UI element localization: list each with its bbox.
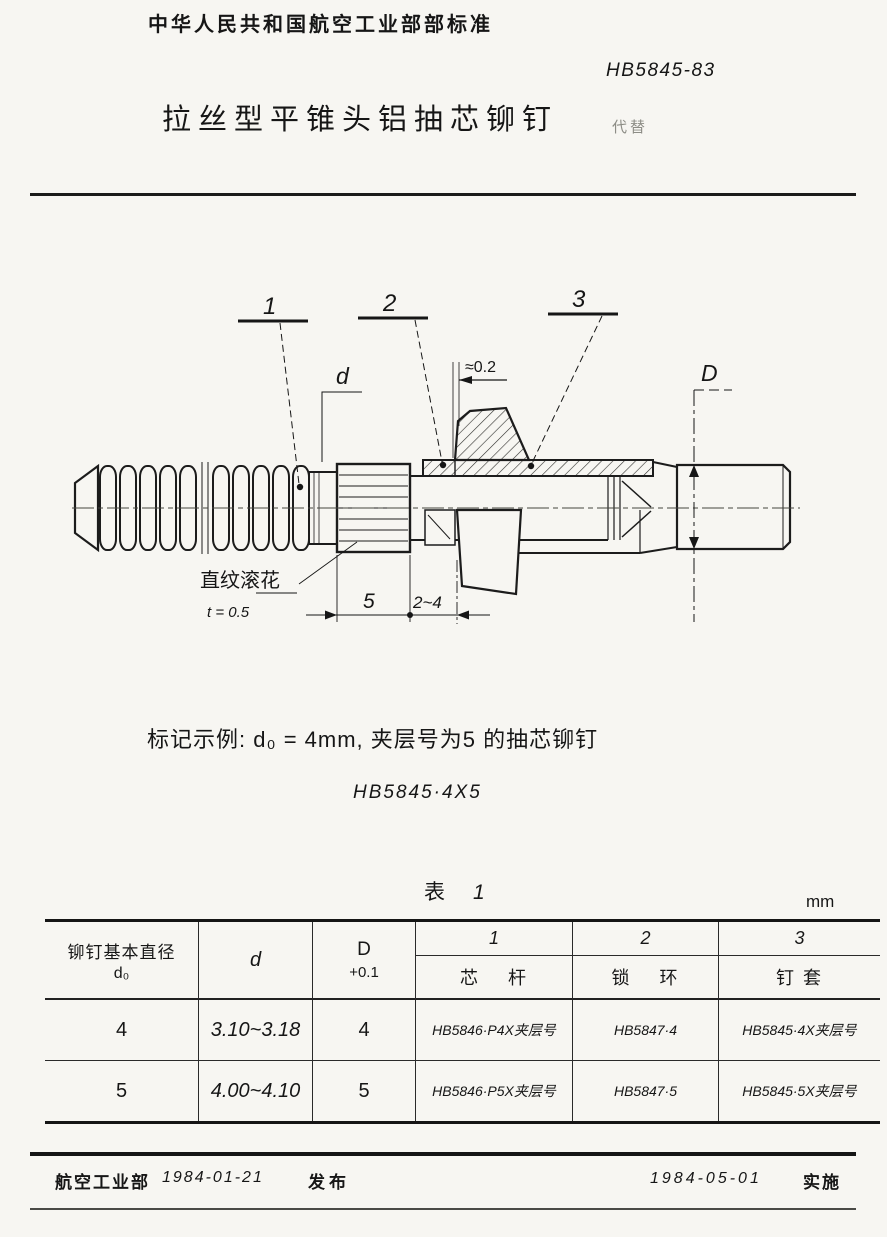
dim-D: D xyxy=(689,360,732,622)
col-header-sleeve: 3 钉 套 xyxy=(718,922,880,1000)
table-caption-label: 表 xyxy=(424,881,445,904)
callout-1-label: 1 xyxy=(263,293,276,320)
table-caption-number: 1 xyxy=(473,881,485,904)
marking-example-text: 标记示例: d₀ = 4mm, 夹层号为5 的抽芯铆钉 xyxy=(147,727,599,752)
dim-protrusion: ≈0.2 xyxy=(452,359,507,458)
col-header-lock-ring: 2 锁 环 xyxy=(572,922,718,1000)
table-row: HB5845·4X夹层号 xyxy=(718,1000,880,1061)
dim-D-label: D xyxy=(701,360,718,386)
dim-protrusion-label: ≈0.2 xyxy=(465,359,496,376)
header-divider xyxy=(30,193,856,196)
col-header-sleeve-name: 钉 套 xyxy=(775,968,823,988)
col-header-core-rod: 1 芯 杆 xyxy=(415,922,572,1000)
dim-grip-label: 2~4 xyxy=(412,593,442,612)
cell-sleeve: HB5845·5X夹层号 xyxy=(742,1083,857,1099)
cone-head xyxy=(453,406,531,596)
col-header-core-rod-name: 芯 杆 xyxy=(459,968,528,988)
marking-example-designation: HB5845·4X5 xyxy=(353,782,482,803)
knurl-note: 直纹滚花 t = 0.5 xyxy=(200,541,358,621)
footer-release-date: 1984-01-21 xyxy=(162,1169,264,1186)
cell-d: 4.00~4.10 xyxy=(210,1079,301,1102)
dim-d-label: d xyxy=(336,363,350,389)
table-unit: mm xyxy=(806,892,835,911)
dim-knurl-length-label: 5 xyxy=(363,590,375,613)
callout-2-label: 2 xyxy=(382,290,396,317)
table-row: HB5846·P5X夹层号 xyxy=(415,1061,572,1121)
cell-sleeve: HB5845·4X夹层号 xyxy=(742,1022,857,1038)
cell-D: 4 xyxy=(358,1018,370,1041)
table-row: 3.10~3.18 xyxy=(198,1000,312,1061)
col-header-d-text: d xyxy=(249,948,262,971)
length-dimensions: 5 2~4 xyxy=(306,555,490,624)
col-header-D-text: D xyxy=(357,939,371,960)
col-header-d: d xyxy=(198,922,312,1000)
supersedes-note: 代替 xyxy=(612,119,649,136)
page-bottom-edge xyxy=(30,1208,856,1210)
footer-release-label: 发布 xyxy=(308,1173,350,1192)
col-header-sleeve-number: 3 xyxy=(719,922,880,956)
table-row: 4 xyxy=(312,1000,415,1061)
footer-issuer: 航空工业部 xyxy=(55,1173,150,1192)
knurl-note-label: 直纹滚花 xyxy=(200,569,280,592)
table-row: 4 xyxy=(45,1000,198,1061)
col-header-d0: 铆钉基本直径 d₀ xyxy=(45,922,198,1000)
col-header-d0-symbol: d₀ xyxy=(113,964,130,982)
table-row: 4.00~4.10 xyxy=(198,1061,312,1121)
col-header-d0-text: 铆钉基本直径 xyxy=(67,942,176,962)
col-header-D-tolerance: +0.1 xyxy=(349,964,379,981)
sleeve-tail-and-mandrel-head xyxy=(519,460,792,554)
col-header-D: D +0.1 xyxy=(312,922,415,1000)
callout-3: 3 xyxy=(527,286,618,470)
cell-lock: HB5847·5 xyxy=(613,1083,678,1099)
footer-divider xyxy=(30,1152,856,1156)
cell-D: 5 xyxy=(358,1079,370,1102)
table-row: HB5847·4 xyxy=(572,1000,718,1061)
col-header-lock-ring-number: 2 xyxy=(573,922,718,956)
cell-core: HB5846·P4X夹层号 xyxy=(432,1022,556,1038)
spec-table: 铆钉基本直径 d₀ d D +0.1 1 芯 杆 2 锁 环 3 钉 套 4 3… xyxy=(45,919,880,1124)
callout-1: 1 xyxy=(238,293,308,491)
footer-implement-label: 实施 xyxy=(803,1173,841,1192)
callout-3-label: 3 xyxy=(572,286,586,313)
table-row: HB5846·P4X夹层号 xyxy=(415,1000,572,1061)
cell-d0: 4 xyxy=(115,1018,128,1041)
cell-d0: 5 xyxy=(115,1079,128,1102)
table-row: 5 xyxy=(312,1061,415,1121)
cell-lock: HB5847·4 xyxy=(613,1022,678,1038)
table-row: HB5847·5 xyxy=(572,1061,718,1121)
technical-drawing: 1 2 3 d ≈0.2 xyxy=(72,286,800,624)
table-row: HB5845·5X夹层号 xyxy=(718,1061,880,1121)
table-row: 5 xyxy=(45,1061,198,1121)
cell-d: 3.10~3.18 xyxy=(210,1018,301,1041)
dim-d: d xyxy=(321,363,362,462)
col-header-lock-ring-name: 锁 环 xyxy=(611,968,680,988)
knurl-pitch-label: t = 0.5 xyxy=(207,604,250,621)
footer-implement-date: 1984-05-01 xyxy=(650,1170,762,1187)
ministry-standard-heading: 中华人民共和国航空工业部部标准 xyxy=(148,14,493,36)
document-title: 拉丝型平锥头铝抽芯铆钉 xyxy=(162,104,559,136)
rivet-sleeve xyxy=(422,459,654,546)
cell-core: HB5846·P5X夹层号 xyxy=(432,1083,556,1099)
callout-2: 2 xyxy=(358,290,447,469)
standard-number: HB5845-83 xyxy=(606,60,716,81)
col-header-core-rod-number: 1 xyxy=(416,922,572,956)
